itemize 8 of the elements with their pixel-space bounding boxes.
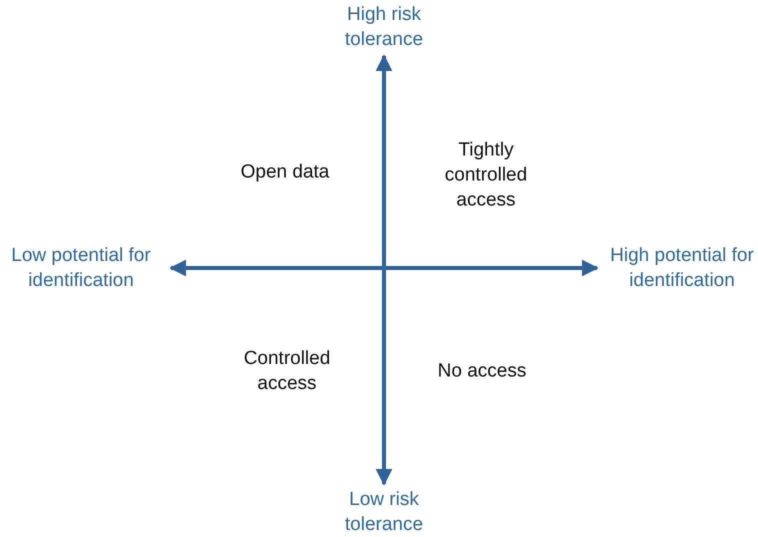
axis-label: Low potential for identification: [10, 244, 152, 293]
quadrant-label: Controlled access: [242, 347, 332, 396]
quadrant-label: Tightly controlled access: [444, 138, 528, 212]
axis-label: High potential for identification: [609, 244, 755, 293]
axis-label: Low risk tolerance: [344, 488, 424, 537]
quadrant-label: Open data: [240, 160, 330, 184]
axis-label: High risk tolerance: [344, 3, 424, 52]
quadrant-label: No access: [436, 360, 528, 384]
